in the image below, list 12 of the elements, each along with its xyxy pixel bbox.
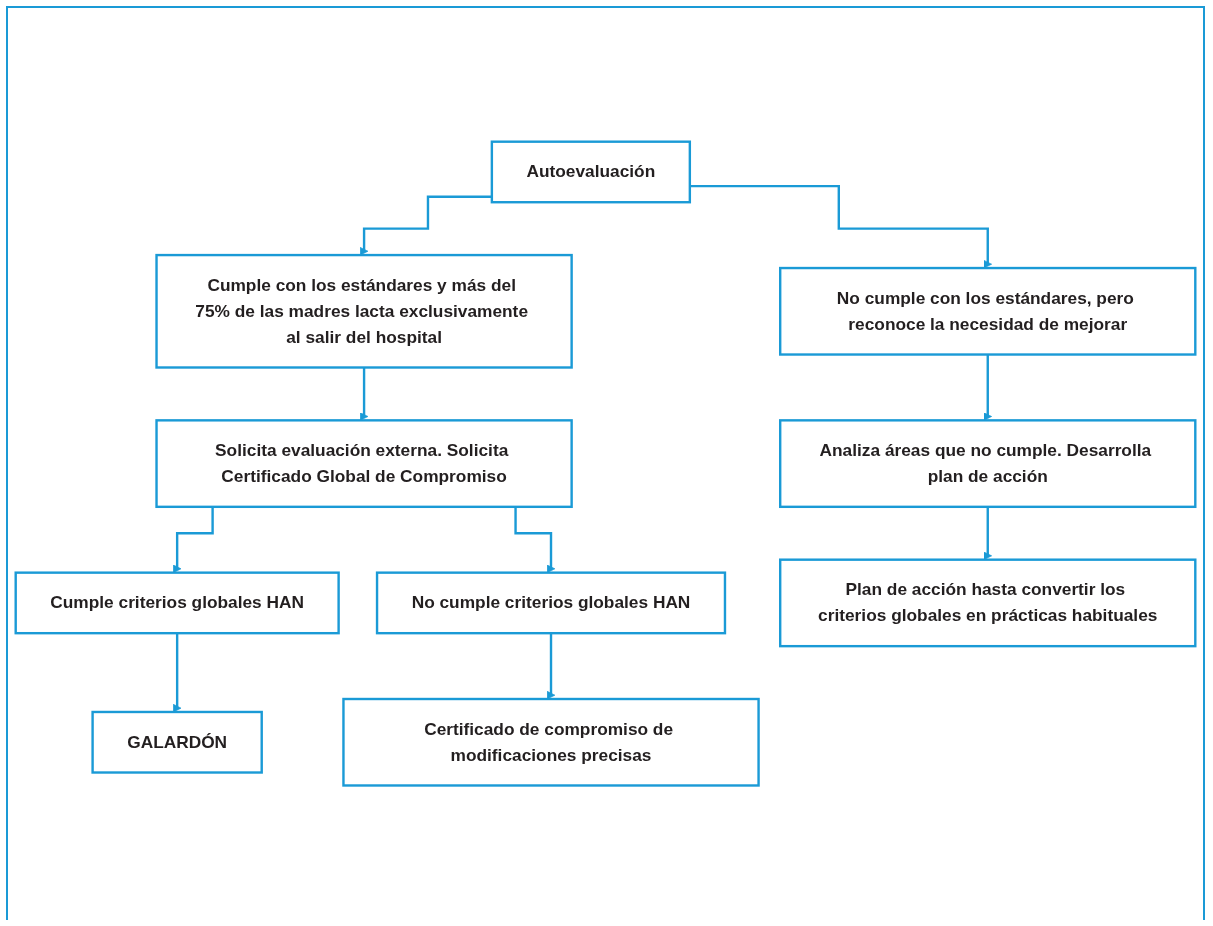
node-box: Analiza áreas que no cumple. Desarrolla plan de acción — [779, 419, 1197, 509]
node-box: GALARDÓN — [91, 711, 263, 775]
arrow — [689, 185, 992, 269]
node-box: No cumple con los estándares, pero reconoce la necesidad de mejorar — [779, 267, 1197, 357]
node-box: No cumple criterios globales HAN — [375, 571, 727, 635]
node-box: Cumple criterios globales HAN — [14, 571, 340, 635]
node-box: Autoevaluación — [490, 140, 692, 204]
node-box: Cumple con los estándares y más del 75% de las madres lacta exclusivamente al salir del hospital — [155, 254, 573, 370]
node-box: Solicita evaluación externa. Solicita Certificado Global de Compromiso — [155, 419, 573, 509]
arrow — [359, 195, 492, 256]
node-box: Certificado de compromiso de modificaciones precisas — [342, 698, 760, 788]
node-box: Plan de acción hasta convertir los criterios globales en prácticas habituales — [779, 558, 1197, 648]
